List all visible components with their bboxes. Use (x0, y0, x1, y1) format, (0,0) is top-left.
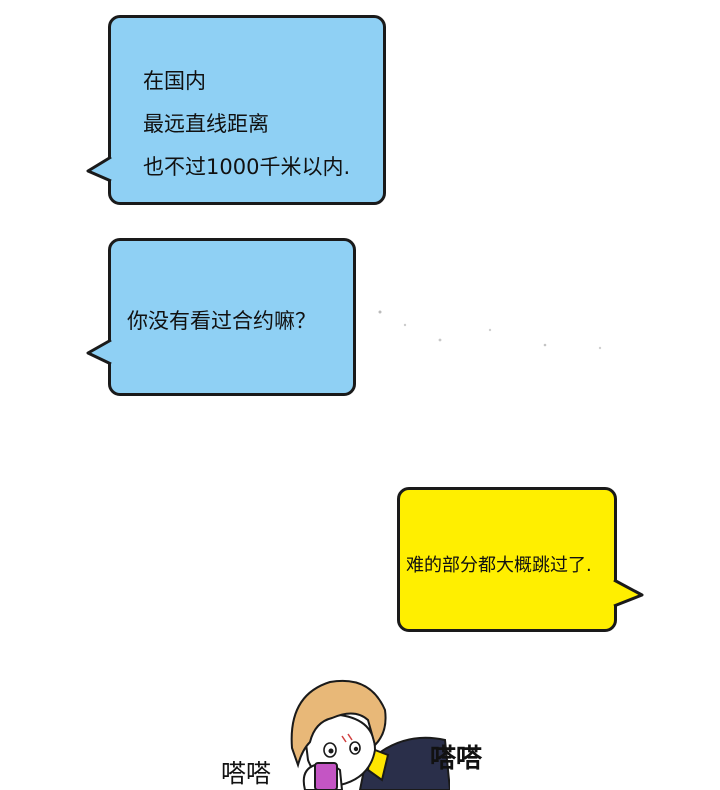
bubble-2-line-1: 你没有看过合约嘛？ (127, 309, 316, 333)
sound-effect-left: 嗒嗒 (221, 759, 272, 788)
speech-bubble-3: 难的部分都大概跳过了. (397, 487, 617, 632)
speech-bubble-2: 你没有看过合约嘛？ (108, 238, 356, 396)
bubble-3-line-1: 难的部分都大概跳过了. (406, 555, 592, 576)
character-illustration (290, 679, 450, 790)
background-specks (378, 310, 602, 350)
sound-effect-right: 嗒嗒 (430, 744, 483, 774)
speech-bubble-1: 在国内 最远直线距离 也不过1000千米以内. (108, 15, 386, 205)
bubble-3-tail (613, 578, 644, 608)
bubble-1-line-1: 在国内 (143, 69, 206, 93)
bubble-1-line-3: 也不过1000千米以内. (143, 155, 351, 179)
bubble-2-tail (86, 338, 112, 366)
bubble-1-line-2: 最远直线距离 (143, 112, 269, 136)
bubble-1-tail (86, 155, 112, 183)
